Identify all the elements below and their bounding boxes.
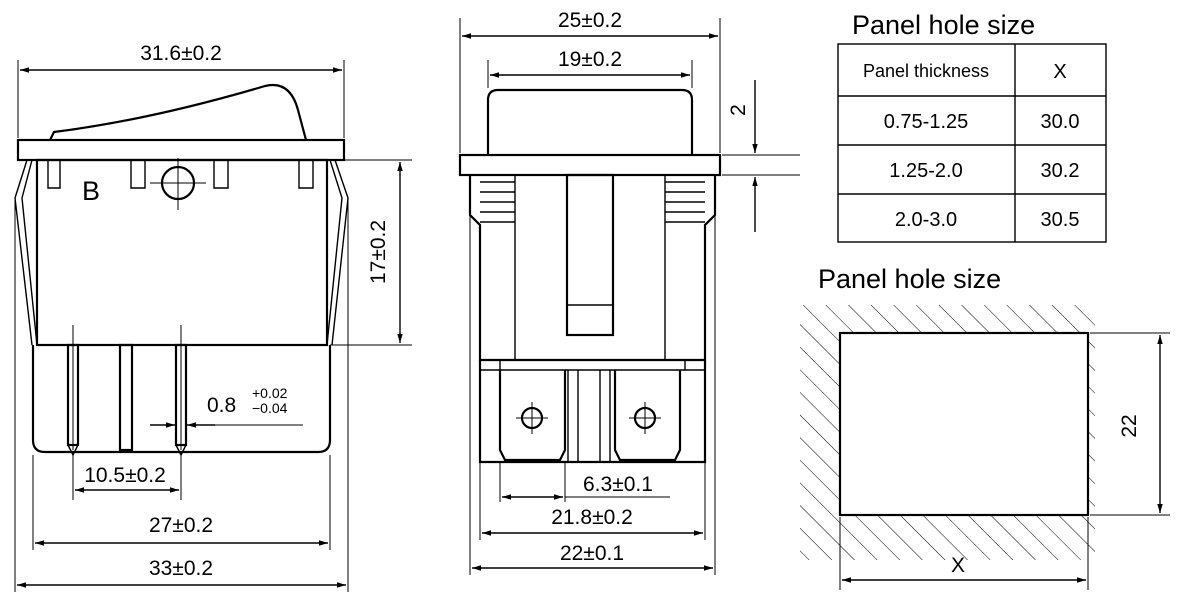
dim-pin-pitch: 10.5±0.2 [84, 464, 166, 487]
dim-button-width: 19±0.2 [558, 48, 622, 71]
dim-pin-thickness: 0.8 [207, 394, 236, 417]
table-cell: 0.75-1.25 [884, 111, 969, 133]
dim-pin-tol-minus: −0.04 [252, 400, 288, 416]
mark-b: B [82, 176, 100, 206]
center-slot [565, 173, 615, 337]
left-clip [14, 159, 38, 346]
dim-overall-width: 33±0.2 [149, 557, 213, 580]
rocker-cap [49, 83, 308, 141]
dim-body-width: 21.8±0.2 [551, 506, 633, 529]
dim-hole-height: 22 [1118, 414, 1141, 437]
right-ridges [665, 181, 705, 223]
side-lower-housing [31, 345, 332, 454]
terminal-left [498, 370, 567, 462]
dim-inner-width: 27±0.2 [149, 514, 213, 537]
dim-flange-thickness: 2 [727, 104, 750, 116]
table-cell: 30.2 [1041, 160, 1080, 182]
front-body [468, 175, 717, 362]
front-view: 25±0.2 19±0.2 2 6.3±0.1 21.8±0.2 22±0.1 [458, 9, 800, 575]
side-body [35, 158, 329, 347]
table-cell: 2.0-3.0 [895, 209, 957, 231]
dim-front-overall-width: 22±0.1 [560, 542, 624, 565]
side-flange [16, 138, 346, 162]
terminal-right [613, 370, 682, 462]
dim-hole-width: X [951, 554, 965, 577]
panel-hole [838, 331, 1090, 517]
table-header-thickness: Panel thickness [863, 61, 989, 81]
panel-hole-title: Panel hole size [818, 264, 1001, 294]
panel-thickness-table: Panel hole size Panel thickness X 0.75-1… [837, 10, 1107, 243]
left-ridges [480, 181, 515, 223]
dim-terminal-width: 6.3±0.1 [583, 473, 653, 496]
front-button [486, 88, 694, 155]
panel-hole-drawing: Panel hole size 22 X [800, 264, 1170, 590]
hatched-panel [800, 305, 1095, 560]
dim-front-width-top: 25±0.2 [558, 9, 622, 32]
dim-height: 17±0.2 [367, 220, 390, 284]
table-cell: 1.25-2.0 [889, 160, 962, 182]
side-view: B 31.6±0.2 17±0.2 0.8 +0.02 −0.04 [14, 42, 412, 592]
front-flange [458, 153, 722, 177]
table-title: Panel hole size [852, 10, 1035, 40]
table-header-x: X [1053, 61, 1066, 83]
table-cell: 30.0 [1041, 111, 1080, 133]
right-clip [326, 159, 349, 346]
dim-pin-tol-plus: +0.02 [252, 385, 288, 401]
dim-width-top: 31.6±0.2 [140, 42, 222, 65]
table-cell: 30.5 [1041, 209, 1080, 231]
